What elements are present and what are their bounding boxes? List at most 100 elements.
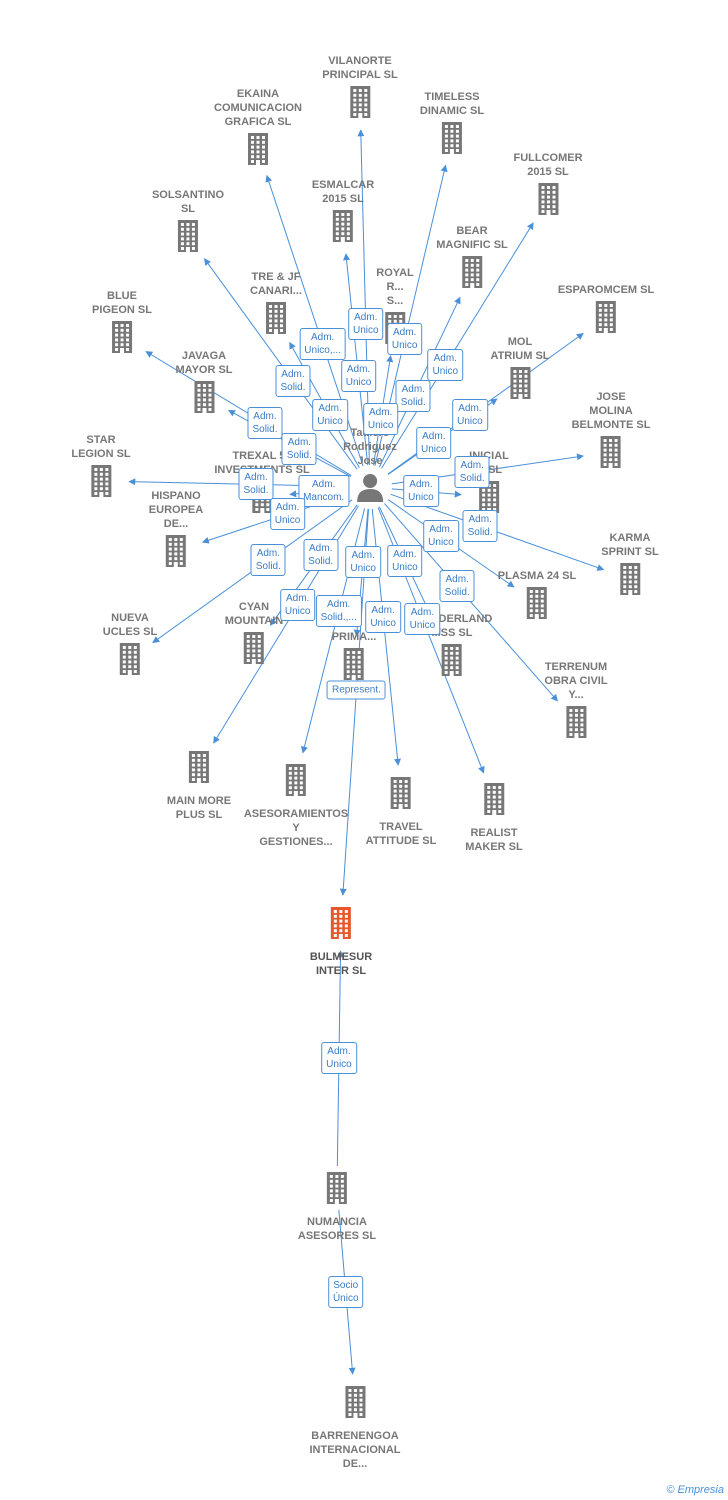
node-label-line: JOSE <box>596 391 626 403</box>
relation-badge[interactable]: Adm.Solid.,... <box>315 595 362 628</box>
node-label-line: BELMONTE SL <box>571 419 651 431</box>
node-label-line: INTERNACIONAL <box>309 1444 401 1456</box>
relation-badge[interactable]: Adm.Unico <box>416 426 452 459</box>
relation-label-line: Adm. <box>429 524 453 536</box>
relation-badge[interactable]: Adm.Solid. <box>439 570 475 603</box>
company-node-plasma[interactable]: PLASMA 24 SL <box>498 569 576 624</box>
relation-badge[interactable]: Adm.Mancom. <box>298 475 350 508</box>
relation-label-line: Represent. <box>332 684 381 696</box>
relation-badge[interactable]: Adm.Unico <box>423 520 459 553</box>
company-name: PRIMA... <box>332 630 377 644</box>
relation-badge[interactable]: Adm.Solid. <box>454 456 490 489</box>
node-label-line: Rodriguez <box>343 441 397 453</box>
person-icon <box>355 472 385 507</box>
relation-badge[interactable]: Adm.Unico <box>347 308 384 341</box>
building-icon <box>329 907 353 944</box>
company-node-esparomcem[interactable]: ESPAROMCEM SL <box>558 283 654 338</box>
node-label-line: TERRENUM <box>544 661 608 673</box>
node-label-line: JAVAGA <box>181 350 227 362</box>
relation-badge[interactable]: Adm.Unico <box>279 589 316 622</box>
node-label-line: ATRIUM SL <box>490 350 550 362</box>
relation-badge[interactable]: Adm.Solid. <box>247 407 283 440</box>
relation-badge[interactable]: Adm.Unico <box>312 399 348 432</box>
relation-label-line: Adm. <box>256 547 281 559</box>
relation-badge[interactable]: Adm.Unico <box>365 600 401 633</box>
node-label-line: HISPANO <box>151 490 201 502</box>
relation-badge[interactable]: Adm.Unico <box>386 323 423 356</box>
relation-badge[interactable]: Adm.Solid. <box>238 468 274 501</box>
building-icon <box>176 220 200 257</box>
relation-badge[interactable]: Adm.Solid. <box>462 509 498 542</box>
relation-badge[interactable]: Adm.Unico <box>427 349 464 382</box>
relation-badge[interactable]: Adm.Solid. <box>395 379 431 412</box>
company-name: FULLCOMER 2015 SL <box>513 151 582 179</box>
node-label-line: SL <box>180 203 196 215</box>
relation-badge[interactable]: Adm.Unico <box>362 403 399 436</box>
relation-badge[interactable]: Adm.Unico,... <box>299 328 346 361</box>
node-label-line: TREXAL 56 <box>232 450 292 462</box>
relation-badge[interactable]: Adm.Solid. <box>303 539 339 572</box>
relation-badge[interactable]: Adm.Unico <box>321 1042 357 1075</box>
relation-badge[interactable]: Adm.Unico <box>340 360 377 393</box>
building-icon <box>348 86 372 123</box>
relation-badge[interactable]: Adm.Unico <box>387 544 423 577</box>
relation-label-line: Adm. <box>371 604 395 616</box>
relation-badge[interactable]: Adm.Solid. <box>275 364 311 397</box>
relation-badge[interactable]: Adm.Unico <box>404 602 441 635</box>
relation-label-line: Adm. <box>326 599 351 611</box>
relation-label-line: Solid. <box>308 556 334 568</box>
relation-badge[interactable]: Adm.Unico <box>452 399 488 431</box>
person-node[interactable]: TauleroRodriguezJose <box>343 426 397 507</box>
relation-label-line: Mancom. <box>303 492 345 504</box>
company-node-fullcomer[interactable]: FULLCOMER 2015 SL <box>513 151 583 220</box>
node-label-line: EKAINA <box>236 88 280 100</box>
node-label-line: FULLCOMER <box>513 152 583 164</box>
company-node-prim[interactable]: PRIMA... <box>332 630 377 685</box>
relation-label-line: Adm. <box>351 550 375 562</box>
relation-label-line: Adm. <box>275 502 300 514</box>
relation-label-line: Adm. <box>311 479 336 491</box>
node-label-line: 2015 SL <box>527 166 569 178</box>
node-label-line: CANARI... <box>250 285 302 297</box>
relation-label-line: Adm. <box>458 403 482 414</box>
relation-badge[interactable]: Adm.Unico <box>345 546 381 579</box>
relation-badge[interactable]: Adm.Solid. <box>281 432 317 465</box>
relation-badge[interactable]: Adm.Unico <box>403 475 439 508</box>
building-icon <box>440 122 464 159</box>
relation-badge[interactable]: Represent. <box>327 680 386 700</box>
relation-label-line: Socio <box>333 1280 359 1291</box>
node-label-line: ROYAL <box>376 267 414 279</box>
relation-badge[interactable]: Adm.Solid. <box>250 543 286 576</box>
company-name: ESPAROMCEM SL <box>558 283 654 297</box>
copyright-symbol: © <box>666 1484 675 1496</box>
relation-badge[interactable]: Adm.Unico <box>269 498 306 531</box>
